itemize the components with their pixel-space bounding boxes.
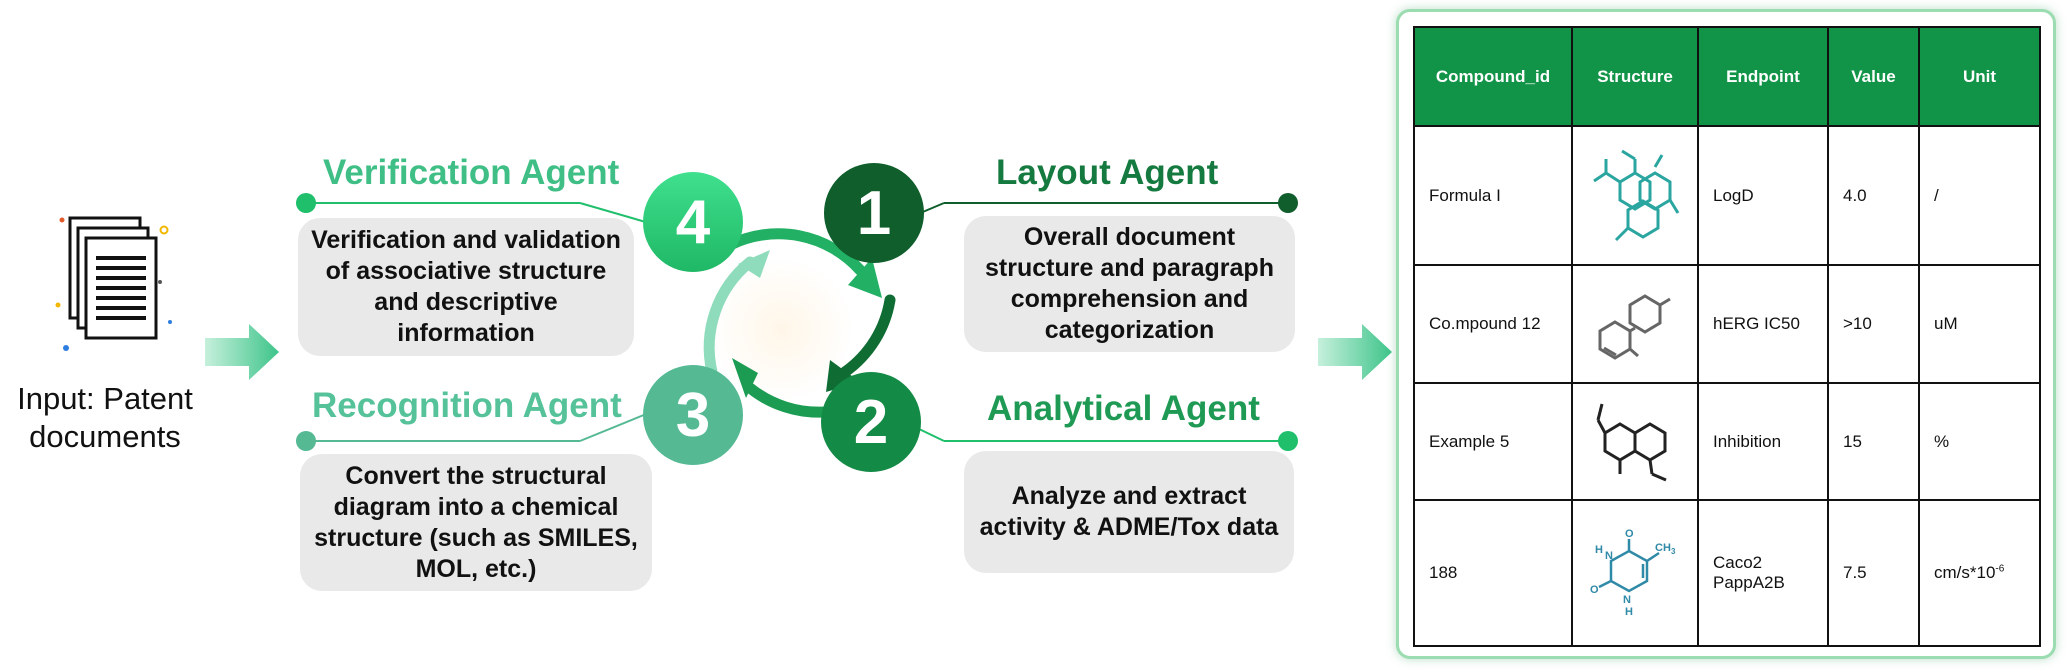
svg-text:N: N: [1623, 594, 1631, 606]
layout-agent-title: Layout Agent: [996, 153, 1219, 192]
cell-compound-id: Formula I: [1413, 125, 1573, 266]
svg-text:CH: CH: [1655, 542, 1671, 554]
table-row: Co.mpound 12 hERG IC50 >10 uM: [1413, 264, 2041, 384]
cell-structure: O O N N H H CH 3: [1571, 499, 1699, 647]
header-value: Value: [1827, 26, 1920, 127]
agent-3-number: 3: [676, 381, 710, 450]
cell-compound-id: Example 5: [1413, 382, 1573, 501]
svg-text:O: O: [1590, 584, 1599, 596]
cell-unit: %: [1918, 382, 2041, 501]
cell-endpoint: LogD: [1697, 125, 1829, 266]
recognition-agent-title: Recognition Agent: [312, 386, 622, 425]
cell-compound-id: 188: [1413, 499, 1573, 647]
header-structure: Structure: [1571, 26, 1699, 127]
svg-text:H: H: [1625, 606, 1633, 618]
agent-2-number: 2: [854, 388, 888, 457]
flow-arrow-right: [1318, 324, 1392, 380]
molecule-teal-tricyclic-icon: [1593, 149, 1680, 242]
agent-3-circle: [643, 365, 743, 465]
unit-base: cm/s*10: [1934, 563, 1996, 582]
cell-value: 15: [1827, 382, 1920, 501]
agent-cycle: 4 1 3 2: [296, 163, 1298, 472]
cell-unit: cm/s*10-6: [1918, 499, 2041, 647]
cell-unit: /: [1918, 125, 2041, 266]
cell-structure: [1571, 125, 1699, 266]
flow-arrow-left: [205, 324, 279, 380]
svg-text:N: N: [1605, 550, 1613, 562]
verification-description: Verification and validation of associati…: [298, 218, 634, 356]
molecule-blue-thymine-icon: O O N N H H CH 3: [1590, 528, 1676, 618]
svg-text:O: O: [1625, 528, 1634, 540]
molecule-gray-biaryl-icon: [1598, 293, 1671, 360]
table-row: 188 O O N N H: [1413, 499, 2041, 647]
cell-structure: [1571, 382, 1699, 501]
agent-1-circle: [824, 163, 924, 263]
analytical-description: Analyze and extract activity & ADME/Tox …: [964, 451, 1294, 573]
cell-value: >10: [1827, 264, 1920, 384]
agent-1-number: 1: [857, 179, 891, 248]
input-label: Input: Patent documents: [17, 381, 193, 454]
cell-value: 4.0: [1827, 125, 1920, 266]
recognition-description: Convert the structural diagram into a ch…: [300, 454, 652, 591]
results-table: Compound_id Structure Endpoint Value Uni…: [1413, 26, 2041, 647]
analytical-agent-title: Analytical Agent: [987, 389, 1260, 428]
molecule-black-bicyclic-icon: [1596, 403, 1667, 482]
cell-endpoint: Caco2 PappA2B: [1697, 499, 1829, 647]
svg-text:3: 3: [1671, 547, 1676, 556]
agent-4-number: 4: [676, 188, 711, 257]
documents-icon: [55, 216, 172, 351]
cell-structure: [1571, 264, 1699, 384]
header-endpoint: Endpoint: [1697, 26, 1829, 127]
cell-value: 7.5: [1827, 499, 1920, 647]
layout-description: Overall document structure and paragraph…: [964, 216, 1295, 352]
unit-exponent: -6: [1995, 563, 2005, 575]
agent-2-circle: [821, 372, 921, 472]
cell-unit: uM: [1918, 264, 2041, 384]
agent-4-circle: [643, 172, 743, 272]
table-row: Formula I: [1413, 125, 2041, 266]
verification-agent-title: Verification Agent: [323, 153, 620, 192]
cell-endpoint: Inhibition: [1697, 382, 1829, 501]
header-compound-id: Compound_id: [1413, 26, 1573, 127]
svg-text:H: H: [1595, 544, 1603, 556]
header-unit: Unit: [1918, 26, 2041, 127]
table-row: Example 5 Inhibition 15 %: [1413, 382, 2041, 501]
cell-endpoint: hERG IC50: [1697, 264, 1829, 384]
cell-compound-id: Co.mpound 12: [1413, 264, 1573, 384]
table-header-row: Compound_id Structure Endpoint Value Uni…: [1413, 26, 2041, 127]
